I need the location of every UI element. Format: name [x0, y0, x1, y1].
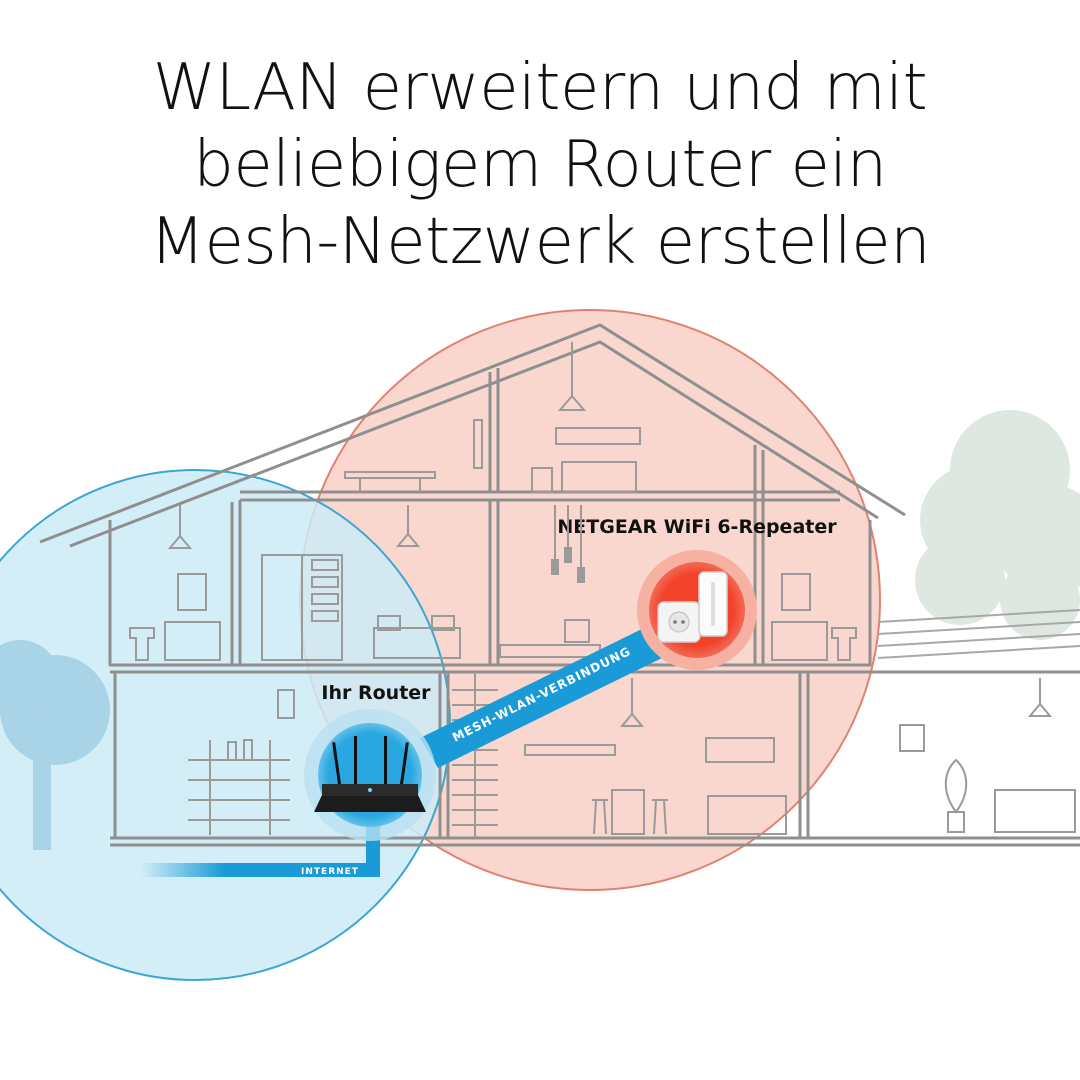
tree-left — [0, 640, 110, 850]
router-label: Ihr Router — [321, 682, 431, 704]
headline-line-3: Mesh-Netzwerk erstellen — [149, 204, 931, 279]
router-node — [304, 709, 436, 841]
trees-right — [915, 410, 1080, 640]
pendant-lamps — [551, 505, 585, 583]
wifi-repeater-icon — [657, 571, 728, 643]
headline: WLAN erweitern und mit beliebigem Router… — [0, 50, 1080, 280]
headline-line-2: beliebigem Router ein — [193, 127, 887, 202]
internet-label: INTERNET — [301, 867, 359, 877]
furniture — [129, 342, 1076, 835]
wifi-router-icon — [314, 736, 426, 812]
repeater-label: NETGEAR WiFi 6-Repeater — [557, 516, 837, 538]
stairs — [452, 672, 498, 838]
repeater-node — [637, 550, 757, 670]
fence — [877, 609, 1080, 659]
house-outline — [39, 323, 1080, 847]
headline-line-1: WLAN erweitern und mit — [152, 51, 928, 125]
